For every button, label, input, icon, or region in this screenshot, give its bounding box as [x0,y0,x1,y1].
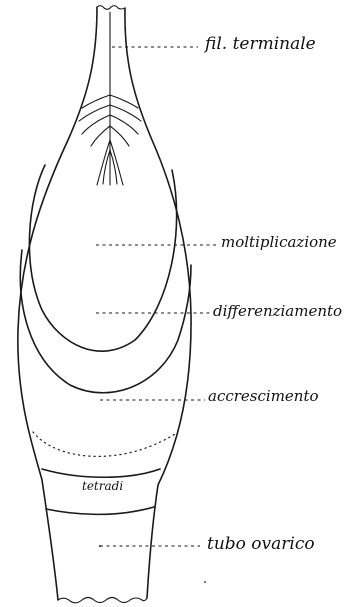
tetradi-zone-lower-line [46,507,154,514]
differenziamento-label: differenziamento [213,302,342,320]
moltiplicazione-label: moltiplicazione [221,233,337,251]
germarium-strands [79,95,141,185]
moltiplicazione-zone-boundary [29,165,176,351]
tube-cut-bottom [58,598,147,603]
differenziamento-zone-boundary [20,250,191,393]
ovariole-right-outline [125,8,191,598]
tetradi-label: tetradi [82,479,123,493]
accrescimento-dotted-boundary [33,432,175,456]
ink-speck [99,545,101,547]
tubo-ovarico-label: tubo ovarico [207,534,315,554]
ink-speck [204,581,206,583]
accrescimento-label: accrescimento [208,387,319,405]
filament-cut-top [97,6,125,10]
fil-terminale-label: fil. terminale [203,34,316,54]
tetradi-zone-upper-line [42,469,160,477]
